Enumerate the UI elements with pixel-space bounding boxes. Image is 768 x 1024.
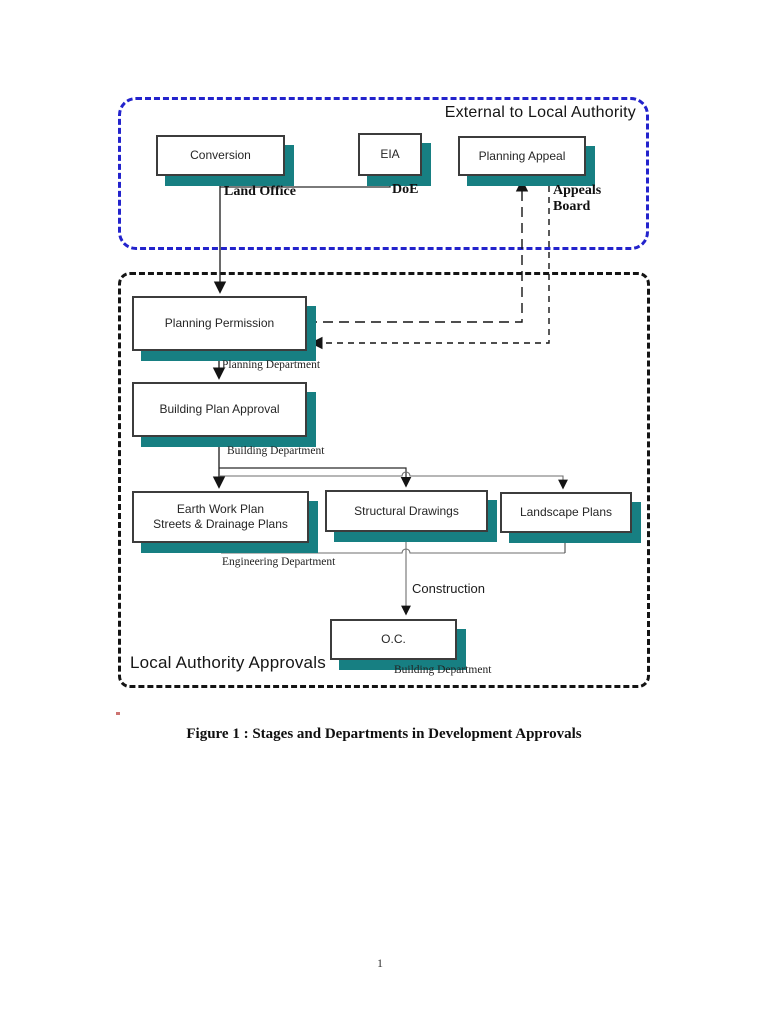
label-appeals-line1: Appeals bbox=[553, 183, 602, 198]
label-land-office: Land Office bbox=[224, 184, 296, 199]
label-doe: DoE bbox=[392, 182, 419, 197]
label-engineering-department: Engineering Department bbox=[222, 556, 336, 568]
box-conversion: Conversion bbox=[156, 135, 285, 176]
box-conversion-label: Conversion bbox=[190, 148, 251, 162]
box-landscape-plans: Landscape Plans bbox=[500, 492, 632, 533]
box-building-plan-approval: Building Plan Approval bbox=[132, 382, 307, 437]
box-eia: EIA bbox=[358, 133, 422, 176]
box-landscape-plans-label: Landscape Plans bbox=[519, 505, 613, 519]
box-building-plan-approval-label: Building Plan Approval bbox=[159, 402, 280, 416]
earth-work-line1: Earth Work Plan bbox=[176, 502, 265, 516]
external-region-title: External to Local Authority bbox=[444, 104, 636, 121]
label-construction: Construction bbox=[412, 581, 485, 596]
label-appeals-line2: Board bbox=[553, 199, 591, 214]
box-structural-drawings-label: Structural Drawings bbox=[354, 503, 459, 518]
box-earth-work-plan: Earth Work Plan Streets & Drainage Plans bbox=[132, 491, 309, 543]
box-earth-work-plan-label: Earth Work Plan Streets & Drainage Plans bbox=[153, 502, 288, 532]
box-planning-appeal-label: Planning Appeal bbox=[478, 148, 566, 163]
earth-work-line2: Streets & Drainage Plans bbox=[153, 517, 288, 531]
box-eia-label: EIA bbox=[380, 147, 400, 161]
label-oc-building-department: Building Department bbox=[394, 664, 492, 676]
figure-caption: Figure 1 : Stages and Departments in Dev… bbox=[186, 726, 582, 742]
red-mark bbox=[116, 712, 120, 715]
label-appeals-board: Appeals Board bbox=[553, 183, 601, 215]
box-oc: O.C. bbox=[330, 619, 457, 660]
box-planning-appeal: Planning Appeal bbox=[458, 136, 586, 176]
local-region-title: Local Authority Approvals bbox=[130, 653, 326, 672]
box-structural-drawings: Structural Drawings bbox=[325, 490, 488, 532]
page-number: 1 bbox=[377, 956, 383, 970]
box-oc-label: O.C. bbox=[381, 632, 406, 646]
box-planning-permission: Planning Permission bbox=[132, 296, 307, 351]
label-planning-department: Planning Department bbox=[222, 359, 321, 371]
box-planning-permission-label: Planning Permission bbox=[164, 316, 275, 330]
label-building-department: Building Department bbox=[227, 445, 325, 457]
